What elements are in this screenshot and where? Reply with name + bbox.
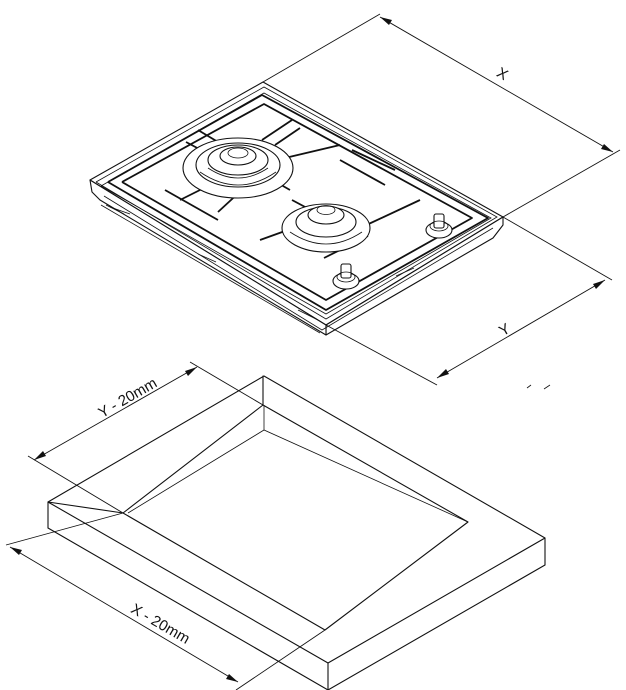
dimension-x-minus-20-label: X - 20mm	[128, 600, 193, 647]
large-burner	[182, 137, 294, 199]
gas-hob	[89, 81, 504, 336]
dimension-y-minus-20-label: Y - 20mm	[95, 375, 160, 422]
small-burner	[281, 203, 371, 253]
hob-top-plate	[89, 81, 504, 326]
dimension-y-minus-20: Y - 20mm	[27, 361, 264, 514]
countertop-cutout	[47, 375, 546, 690]
dimension-x-label: X	[494, 64, 511, 84]
control-knob-front	[332, 263, 360, 290]
control-knob-right	[425, 213, 453, 239]
dimension-y-label: Y	[496, 320, 513, 340]
hob-front-marks	[105, 204, 415, 321]
dimension-x-minus-20: X - 20mm	[5, 512, 326, 690]
